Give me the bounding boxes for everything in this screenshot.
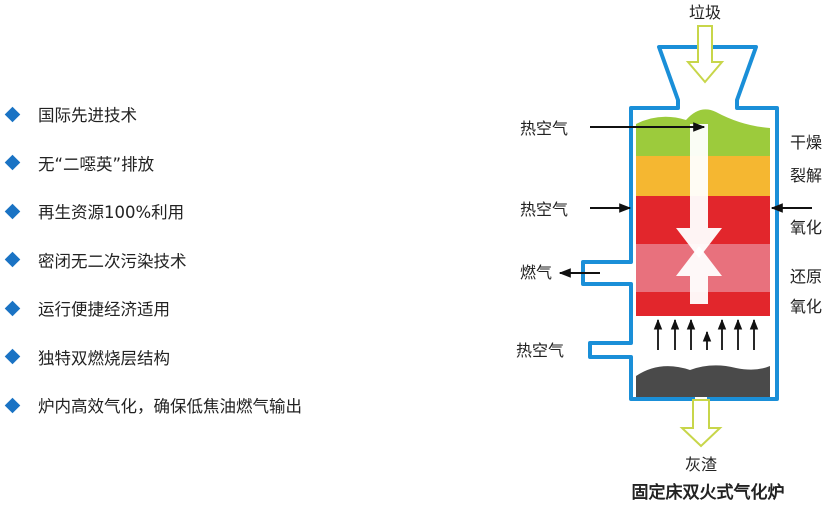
feature-item: 无“二噁英”排放	[4, 139, 302, 188]
zone-label-oxidation-1: 氧化	[790, 218, 822, 237]
feature-list: 国际先进技术 无“二噁英”排放 再生资源100%利用 密闭无二次污染技术 运行便…	[4, 90, 302, 430]
feature-text: 炉内高效气化，确保低焦油燃气输出	[38, 397, 302, 417]
feature-text: 再生资源100%利用	[38, 203, 185, 223]
feature-item: 再生资源100%利用	[4, 187, 302, 236]
zone-label-reduction: 还原	[790, 267, 822, 286]
hot-air-label-3: 热空气	[516, 341, 564, 360]
feed-arrow-icon	[685, 25, 725, 84]
feature-item: 运行便捷经济适用	[4, 284, 302, 333]
feature-text: 无“二噁英”排放	[38, 154, 155, 174]
feature-text: 国际先进技术	[38, 106, 137, 126]
diagram-title: 固定床双火式气化炉	[632, 482, 785, 503]
downward-process-arrow	[676, 124, 722, 258]
feature-item: 独特双燃烧层结构	[4, 333, 302, 382]
feature-text: 密闭无二次污染技术	[38, 251, 187, 271]
upward-process-arrow	[676, 246, 722, 304]
feature-text: 独特双燃烧层结构	[38, 348, 170, 368]
zone-label-dry: 干燥	[790, 133, 822, 152]
feature-item: 国际先进技术	[4, 90, 302, 139]
feature-item: 炉内高效气化，确保低焦油燃气输出	[4, 381, 302, 430]
gas-label: 燃气	[520, 263, 552, 282]
zone-label-pyrolysis: 裂解	[790, 166, 822, 185]
zone-label-oxidation-2: 氧化	[790, 297, 822, 316]
flow-arrows	[558, 122, 812, 278]
feature-item: 密闭无二次污染技术	[4, 236, 302, 285]
ash-bed	[636, 365, 770, 398]
feature-text: 运行便捷经济适用	[38, 300, 170, 320]
input-label: 垃圾	[689, 3, 721, 22]
hot-air-label-2: 热空气	[520, 200, 568, 219]
hot-air-label-1: 热空气	[520, 119, 568, 138]
ash-out-arrow-icon	[679, 399, 723, 448]
output-label: 灰渣	[685, 455, 717, 474]
furnace-wall	[581, 45, 779, 401]
rising-gas-arrows	[653, 318, 759, 350]
